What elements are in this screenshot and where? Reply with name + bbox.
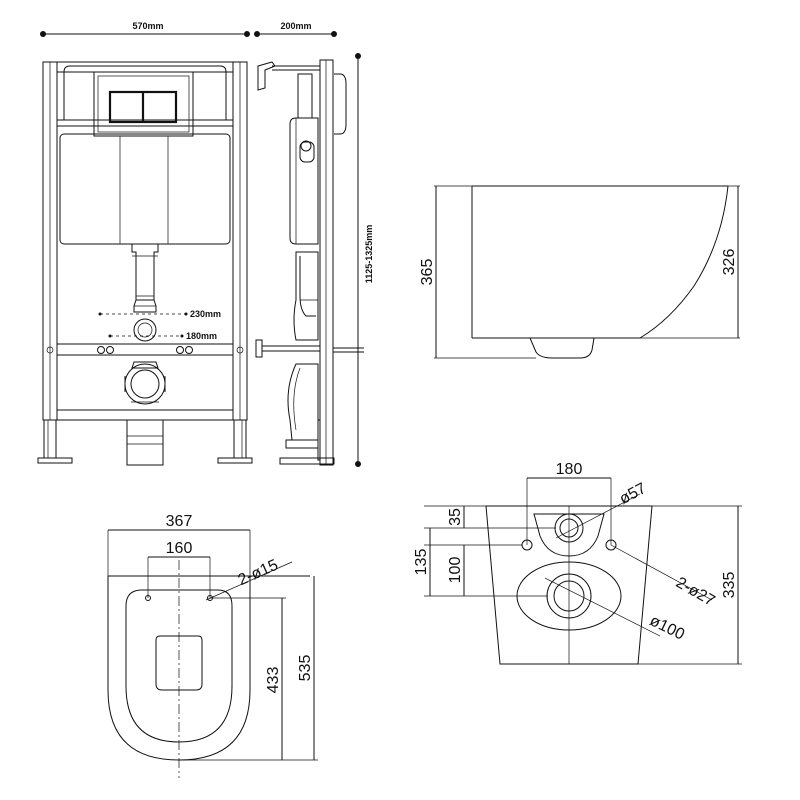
frame-outline	[42, 61, 248, 421]
side-frame-post	[319, 59, 334, 466]
bowl-width-label: 367	[166, 513, 193, 530]
frame-front-view: 570mm 230m	[37, 21, 253, 466]
frame-side-view: 200mm 1125-1325mm	[254, 21, 374, 467]
flush-plate	[93, 71, 194, 137]
outlet-spacing-label: 230mm	[190, 309, 221, 319]
bolt-spacing-label: 180mm	[186, 331, 217, 341]
bolt-to-front-label: 433	[265, 667, 282, 694]
frame-middle-rail	[56, 343, 234, 356]
bowl-front-curve	[639, 185, 729, 339]
cistern-side	[289, 117, 319, 245]
frame-left-leg	[43, 419, 57, 459]
back-bolt-spacing-label: 180	[556, 461, 583, 478]
bowl-back-view: 180 ø57 ø100 2-ø27 35 100 135	[413, 461, 742, 665]
bowl-seat	[125, 589, 233, 743]
drain-pipe	[126, 419, 164, 466]
bowl-bolt-spacing-label: 160	[166, 540, 193, 557]
outlet-diameter-label: ø100	[647, 612, 687, 643]
bolt-hole-left	[145, 595, 151, 601]
bowl-length-label: 535	[297, 655, 314, 682]
inlet-offset-label: 35	[447, 508, 464, 526]
drain-bend-side	[287, 363, 319, 441]
flush-inlet-ring	[133, 318, 157, 342]
bowl-bolt-holes-label: 2-ø15	[236, 557, 281, 590]
bowl-outlet-spigot	[529, 337, 595, 359]
frame-right-leg	[233, 419, 247, 459]
inlet-diameter-label: ø57	[617, 480, 649, 508]
bowl-top-view: 367 160 2-ø15 433 535	[107, 513, 318, 778]
outlet-offset-label: 100	[447, 557, 464, 584]
cistern-body	[59, 133, 231, 245]
bolt-height-label: 135	[413, 549, 430, 576]
frame-width-label: 570mm	[132, 21, 163, 31]
frame-height-label: 1125-1325mm	[364, 225, 374, 284]
back-bolt-holes-label: 2-ø27	[673, 574, 718, 610]
seat-hinge-plate	[155, 635, 203, 691]
back-height-label: 335	[721, 572, 738, 599]
back-bolt-hole-right	[605, 539, 617, 551]
bowl-side-view: 365 326	[419, 185, 740, 359]
bowl-height-label: 365	[419, 259, 436, 286]
frame-depth-label: 200mm	[280, 21, 311, 31]
rim-height-label: 326	[721, 249, 738, 276]
